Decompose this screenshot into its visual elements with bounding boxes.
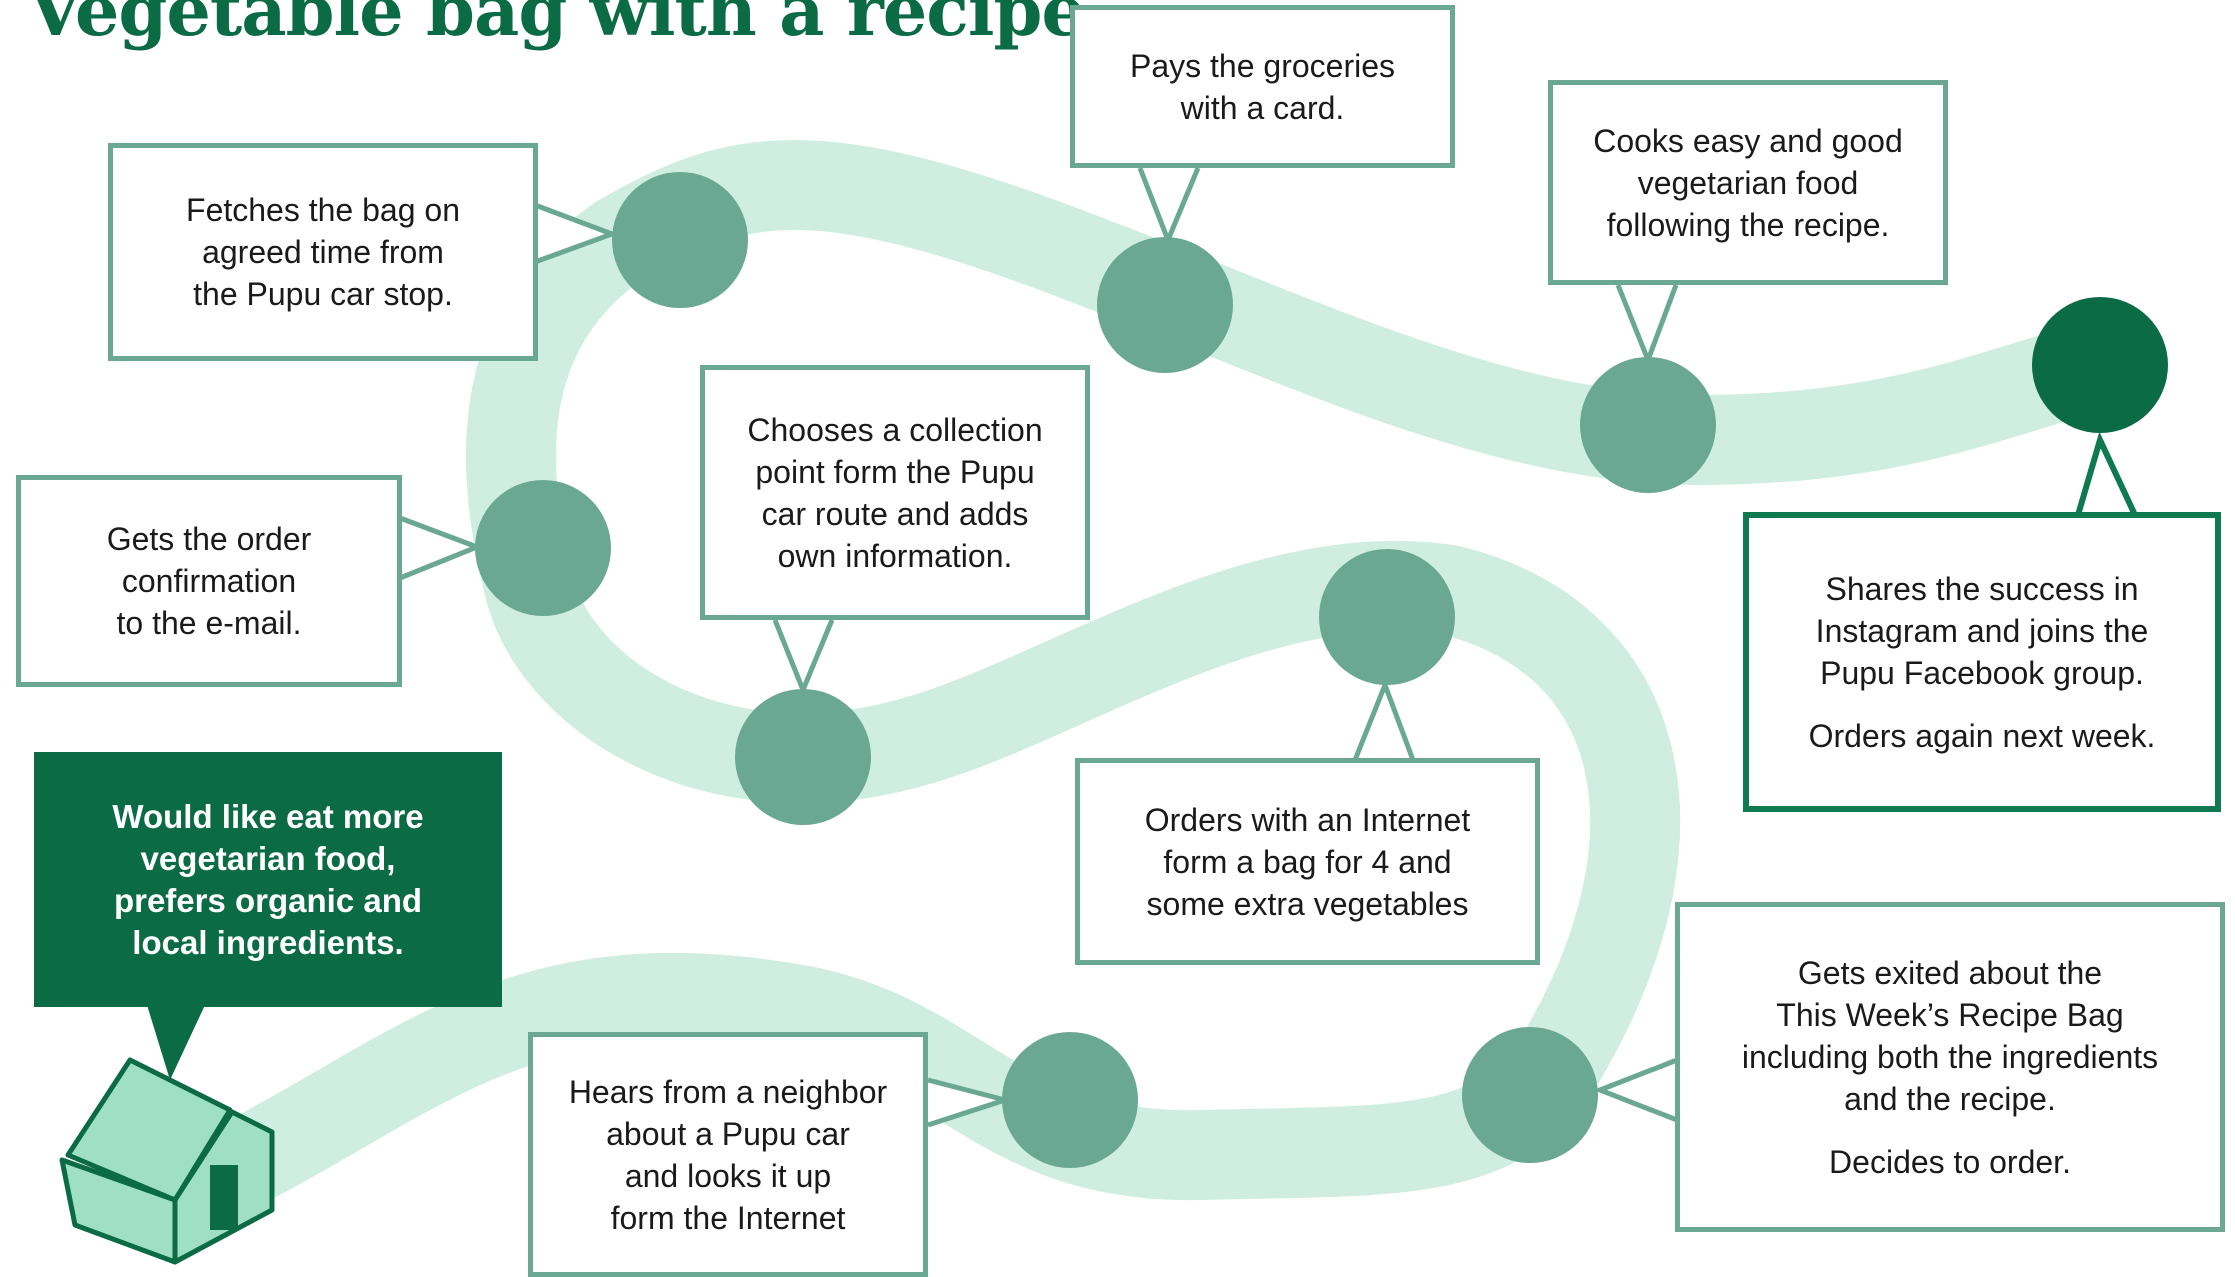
node-8 — [1580, 357, 1716, 493]
step-text: Pays the groceries with a card. — [1129, 47, 1395, 126]
intro-box: Would like eat more vegetarian food, pre… — [34, 752, 502, 1007]
step-text: Orders with an Internet form a bag for 4… — [1144, 801, 1471, 922]
connector-9 — [1615, 284, 1679, 367]
step-text: Shares the success in Instagram and join… — [1815, 570, 2149, 691]
step-text: Gets exited about the This Week’s Recipe… — [1741, 954, 2159, 1117]
connector-7 — [534, 202, 620, 265]
step-box-7: Pays the groceries with a card. — [1070, 5, 1455, 168]
connectors — [147, 167, 2138, 1128]
step-box-4: Chooses a collection point form the Pupu… — [700, 365, 1090, 620]
connector-8 — [1137, 167, 1201, 247]
node-2 — [1462, 1027, 1598, 1163]
node-5 — [475, 480, 611, 616]
step-note: Orders again next week. — [1808, 717, 2156, 754]
page-title: Vegetable bag with a recipe — [28, 0, 1086, 52]
step-box-2: Gets exited about the This Week’s Recipe… — [1675, 902, 2225, 1232]
step-text: Gets the order confirmation to the e-mai… — [106, 521, 312, 641]
connector-3 — [1593, 1057, 1678, 1123]
step-text: Chooses a collection point form the Pupu… — [747, 411, 1043, 574]
node-4 — [735, 689, 871, 825]
node-6 — [612, 172, 748, 308]
step-text: Cooks easy and good vegetarian food foll… — [1593, 122, 1903, 243]
intro-text: Would like eat more vegetarian food, pre… — [112, 797, 424, 961]
step-text: Hears from a neighbor about a Pupu car a… — [568, 1073, 888, 1236]
step-box-3: Orders with an Internet form a bag for 4… — [1075, 758, 1540, 965]
step-box-5: Gets the order confirmation to the e-mai… — [16, 475, 402, 687]
connector-4 — [1352, 678, 1416, 761]
step-box-9: Shares the success in Instagram and join… — [1743, 512, 2221, 812]
node-7 — [1097, 237, 1233, 373]
node-9 — [2032, 297, 2168, 433]
connector-10 — [2075, 431, 2138, 517]
step-box-1: Hears from a neighbor about a Pupu car a… — [528, 1032, 928, 1277]
connector-6 — [399, 515, 484, 581]
connector-1 — [147, 1005, 205, 1080]
connector-5 — [772, 619, 835, 697]
house-icon — [59, 1057, 275, 1265]
step-box-8: Cooks easy and good vegetarian food foll… — [1548, 80, 1948, 285]
step-note: Decides to order. — [1829, 1143, 2071, 1180]
step-box-6: Fetches the bag on agreed time from the … — [108, 143, 538, 361]
step-text: Fetches the bag on agreed time from the … — [186, 192, 460, 312]
node-1 — [1002, 1032, 1138, 1168]
node-3 — [1319, 549, 1455, 685]
journey-nodes — [475, 172, 2168, 1168]
